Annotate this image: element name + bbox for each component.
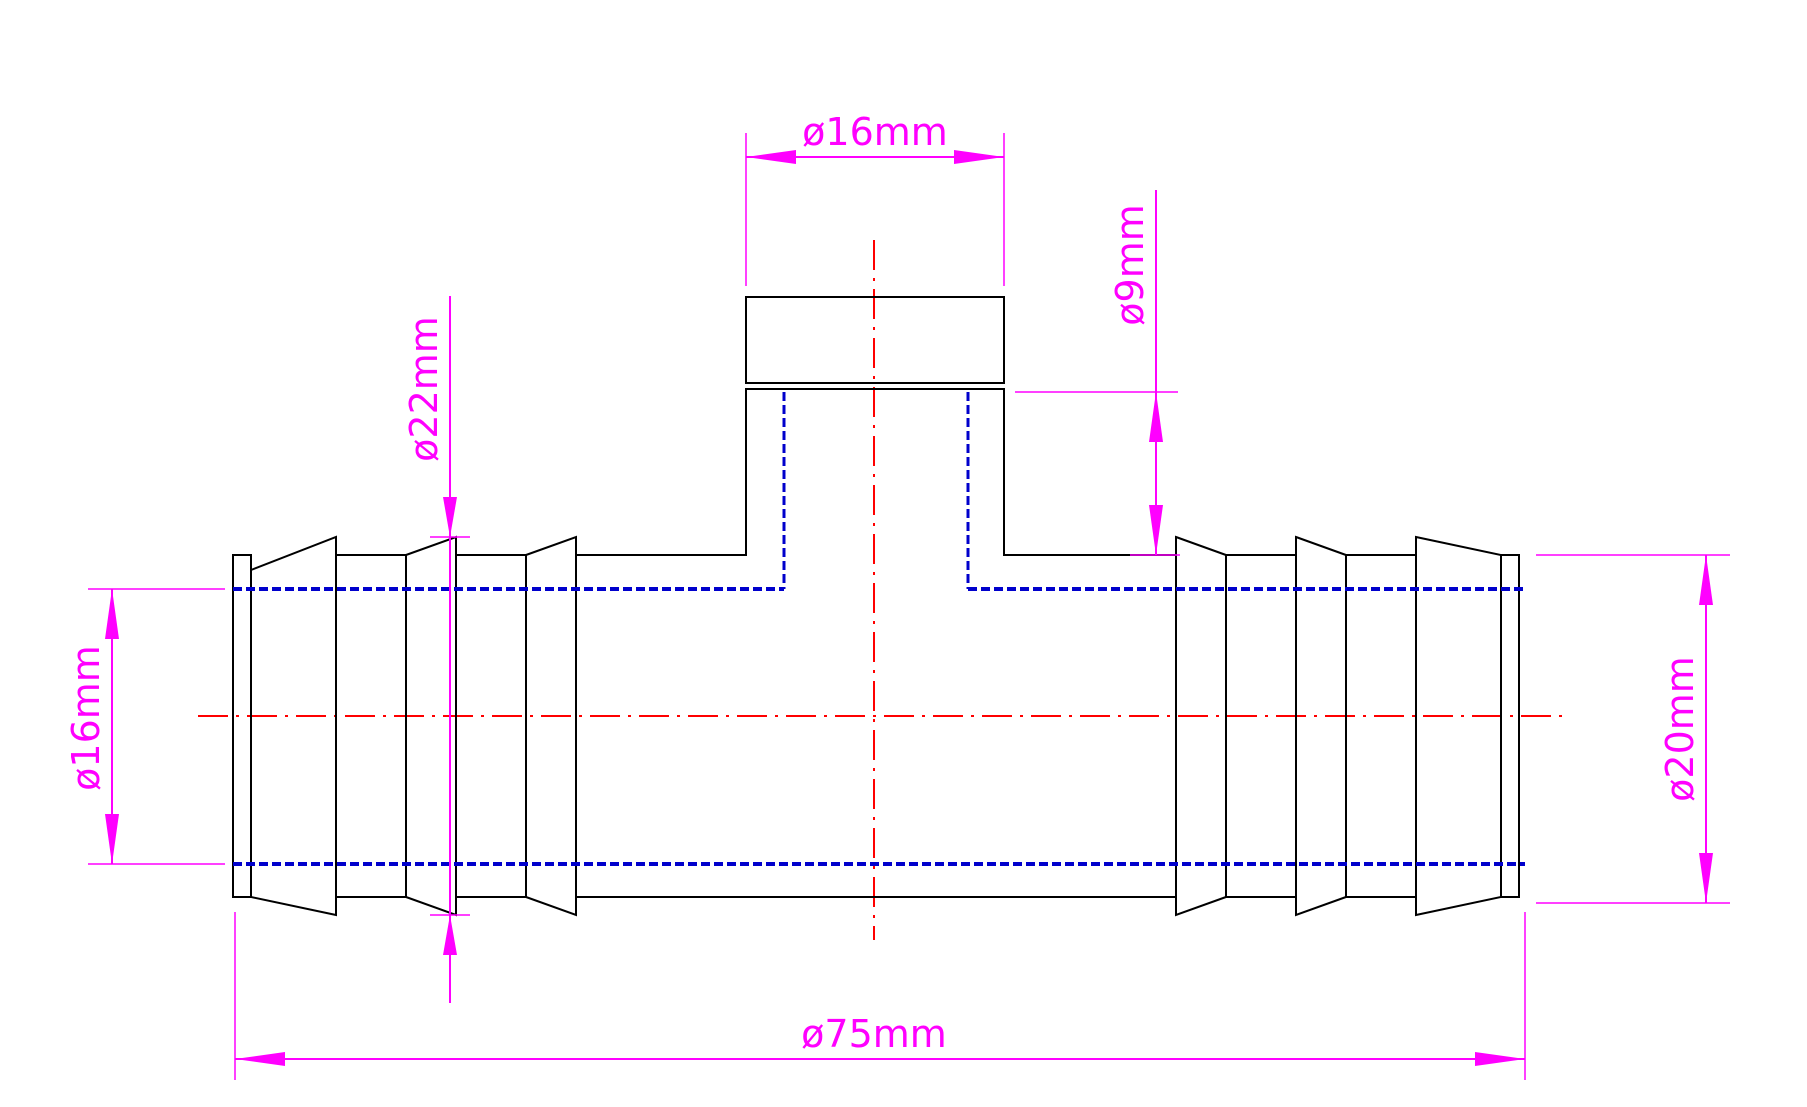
tee-body <box>576 388 1176 898</box>
dimension-overall-length: ø75mm <box>234 912 1526 1080</box>
right-end-cap <box>1500 554 1520 898</box>
arrow-head <box>1699 555 1713 605</box>
arrow-head <box>1475 1052 1525 1066</box>
arrow-head <box>443 915 457 955</box>
branch-cap <box>745 296 1005 384</box>
dim-label: ø9mm <box>1108 204 1152 325</box>
arrow-head <box>235 1052 285 1066</box>
dim-label: ø20mm <box>1658 656 1702 802</box>
dim-label: ø16mm <box>802 110 948 154</box>
left-barb-1 <box>250 535 337 917</box>
dimension-branch-width: ø16mm <box>745 110 1005 286</box>
dim-label: ø75mm <box>801 1012 947 1056</box>
arrow-head <box>105 814 119 864</box>
right-sleeve-2 <box>1225 554 1297 898</box>
hidden-bore-lines <box>233 392 1525 866</box>
arrow-head <box>105 589 119 639</box>
right-barb-2 <box>1295 535 1347 917</box>
dimension-right-bore: ø20mm <box>1536 554 1730 904</box>
arrow-head <box>746 150 796 164</box>
arrow-head <box>1699 853 1713 903</box>
left-end-cap <box>232 554 252 898</box>
dimension-branch-height: ø9mm <box>1015 190 1180 556</box>
arrow-head <box>1149 505 1163 555</box>
dimension-left-bore: ø16mm <box>64 588 225 865</box>
centerlines <box>198 240 1565 940</box>
arrow-head <box>954 150 1004 164</box>
right-barb-1 <box>1415 535 1502 917</box>
dim-label: ø22mm <box>402 316 446 462</box>
dim-label: ø16mm <box>64 645 108 791</box>
dimensions: ø16mm ø9mm ø22mm ø16mm <box>64 110 1730 1080</box>
arrow-head <box>1149 392 1163 442</box>
left-barb-3 <box>525 535 577 917</box>
right-barb-3 <box>1175 535 1227 917</box>
right-sleeve-1 <box>1345 554 1417 898</box>
left-barb-2 <box>405 535 457 917</box>
left-sleeve-2 <box>455 554 527 898</box>
left-sleeve-1 <box>335 554 407 898</box>
arrow-head <box>443 497 457 537</box>
dimension-barb-outer: ø22mm <box>402 296 470 1003</box>
